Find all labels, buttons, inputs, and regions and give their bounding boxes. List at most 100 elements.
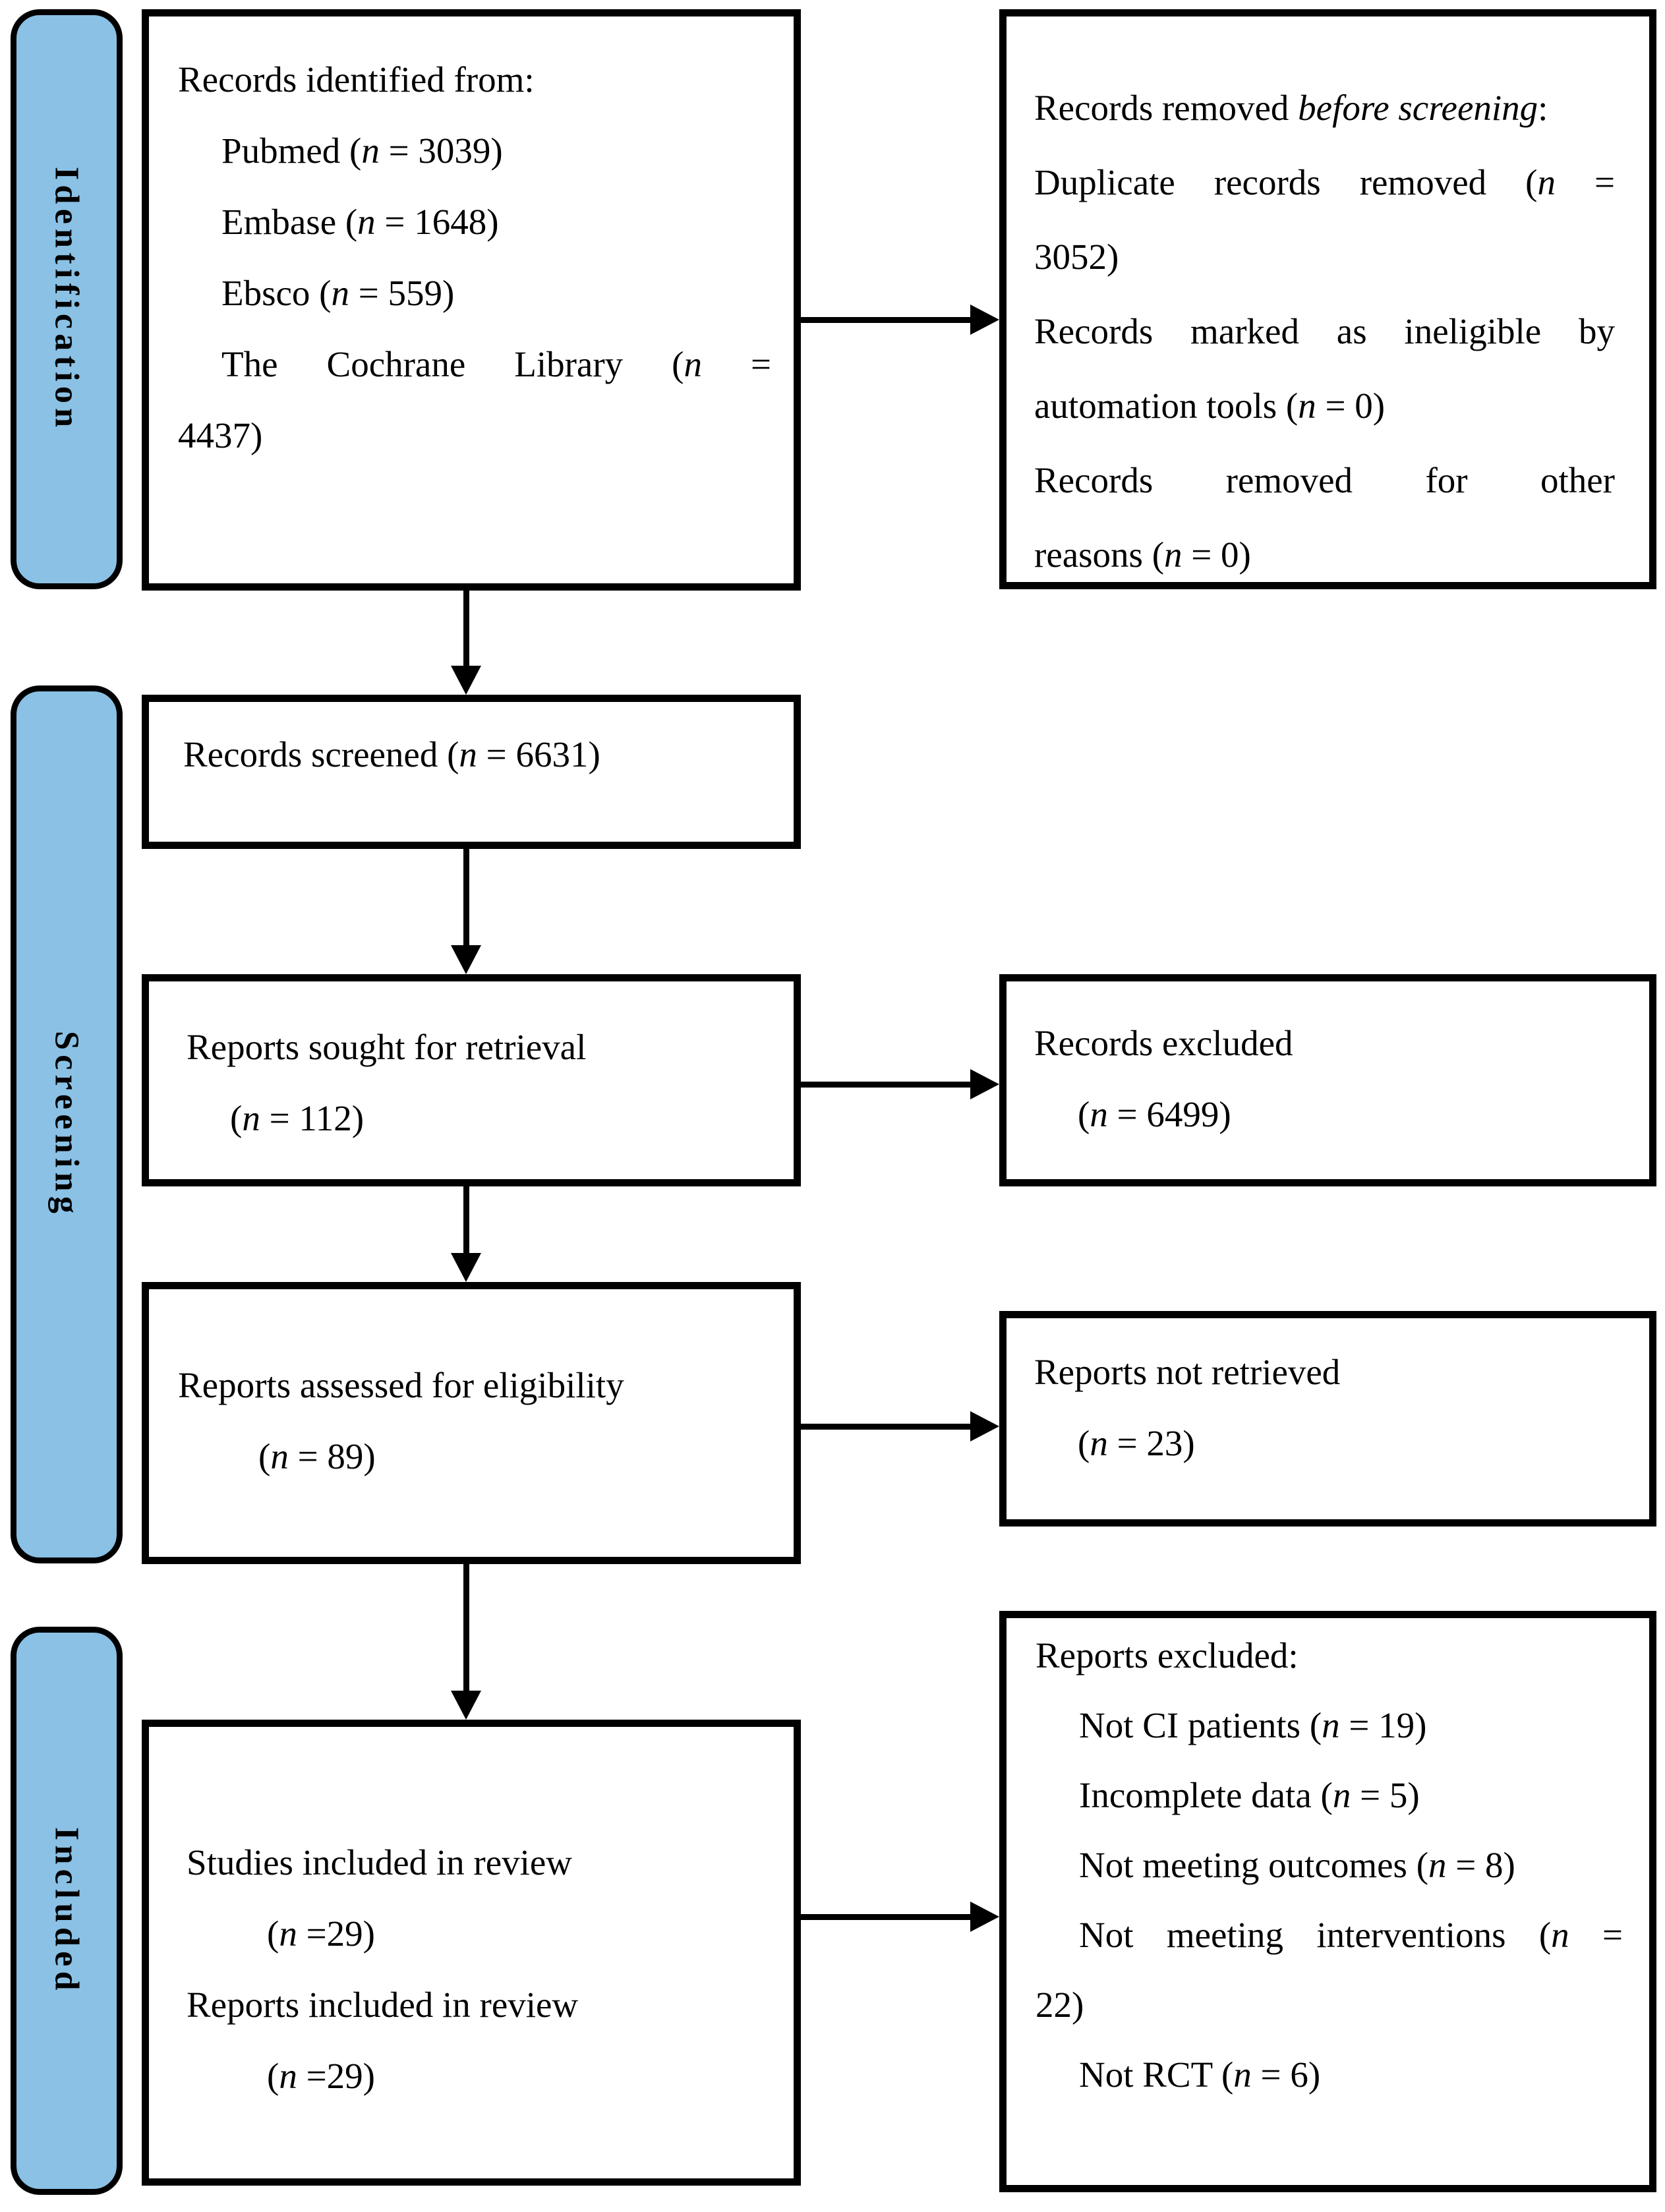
- text-segment: Incomplete data (: [1079, 1775, 1333, 1815]
- text-segment: Reports not retrieved: [1034, 1352, 1341, 1392]
- box-reports-not-retrieved: Reports not retrieved (n = 23): [999, 1311, 1656, 1527]
- text-segment: = 6499): [1107, 1094, 1231, 1134]
- arrow-right-identified-to-removed: [801, 305, 999, 335]
- arrowhead-right-icon: [970, 305, 999, 335]
- text-segment: Not RCT (: [1079, 2054, 1234, 2095]
- text-segment: (: [1078, 1423, 1090, 1463]
- arrowhead-right-icon: [970, 1902, 999, 1932]
- text-segment: = 3039): [379, 131, 503, 171]
- text-line: (n = 6499): [1034, 1079, 1615, 1150]
- text-segment: Ebsco (: [221, 273, 332, 313]
- italic-n-text: n: [361, 131, 380, 171]
- stage-label-included: Included: [47, 1826, 86, 1995]
- text-segment: (: [230, 1098, 243, 1138]
- text-segment: = 89): [288, 1436, 376, 1476]
- arrow-right-assessed-to-not-retrieved: [801, 1411, 999, 1441]
- text-segment: :: [1538, 88, 1548, 128]
- italic-n-text: n: [459, 734, 477, 774]
- arrowhead-down-icon: [451, 945, 481, 974]
- text-segment: The Cochrane Library (: [221, 344, 684, 384]
- arrow-down-identified-to-screened: [451, 591, 481, 695]
- text-segment: = 112): [260, 1098, 365, 1138]
- text-line: Records screened (n = 6631): [183, 719, 771, 790]
- text-segment: Reports assessed for eligibility: [178, 1365, 624, 1405]
- text-segment: = 0): [1316, 386, 1386, 426]
- box-reports-excluded: Reports excluded: Not CI patients (n = 19…: [999, 1611, 1656, 2192]
- text-segment: Not meeting interventions (: [1079, 1915, 1552, 1955]
- text-line: Not meeting outcomes (n = 8): [1036, 1830, 1623, 1900]
- text-segment: Records screened (: [183, 734, 459, 774]
- text-segment: 22): [1036, 1985, 1084, 2025]
- arrow-right-sought-to-excluded: [801, 1069, 999, 1099]
- text-segment: Records removed: [1034, 88, 1299, 128]
- italic-n-text: n: [1164, 535, 1183, 575]
- text-segment: = 0): [1182, 535, 1251, 575]
- text-line: 4437): [178, 400, 771, 471]
- text-line: Reports assessed for eligibility: [178, 1350, 771, 1421]
- text-segment: Records identified from:: [178, 59, 535, 100]
- arrow-shaft: [463, 849, 469, 945]
- text-line: Not meeting interventions (n =: [1036, 1900, 1623, 1970]
- arrow-down-assessed-to-included: [451, 1564, 481, 1720]
- text-line: The Cochrane Library (n =: [178, 329, 771, 400]
- text-line: Embase (n = 1648): [178, 187, 771, 258]
- text-segment: =29): [297, 1913, 375, 1954]
- text-segment: Reports sought for retrieval: [187, 1027, 587, 1067]
- text-segment: Embase (: [221, 202, 358, 242]
- italic-n-text: n: [1332, 1775, 1351, 1815]
- text-line: 3052): [1034, 219, 1615, 294]
- text-line: Records removed for other: [1034, 443, 1615, 517]
- text-segment: = 559): [349, 273, 455, 313]
- italic-n-text: n: [1428, 1845, 1447, 1885]
- text-line: Not RCT (n = 6): [1036, 2040, 1623, 2110]
- box-records-identified: Records identified from:Pubmed (n = 3039…: [142, 9, 801, 591]
- text-line: (n =29): [187, 1898, 771, 1969]
- text-segment: (: [267, 1913, 279, 1954]
- italic-n-text: n: [1090, 1423, 1108, 1463]
- text-line: automation tools (n = 0): [1034, 368, 1615, 443]
- arrow-shaft: [801, 1081, 970, 1088]
- box-records-removed-before-screening: Records removed before screening:Duplica…: [999, 9, 1656, 589]
- box-studies-included: Studies included in review(n =29)Reports…: [142, 1720, 801, 2186]
- arrow-down-screened-to-sought: [451, 849, 481, 974]
- text-segment: =29): [297, 2056, 375, 2096]
- arrowhead-down-icon: [451, 666, 481, 695]
- stage-label-identification: Identification: [47, 166, 86, 432]
- italic-n-text: n: [1233, 2054, 1252, 2095]
- text-line: (n =29): [187, 2041, 771, 2112]
- text-segment: (: [267, 2056, 279, 2096]
- text-segment: automation tools (: [1034, 386, 1299, 426]
- arrow-right-included-to-reports-excluded: [801, 1902, 999, 1932]
- stage-label-screening: Screening: [47, 1030, 86, 1219]
- text-segment: = 8): [1446, 1845, 1515, 1885]
- text-segment: = 6): [1251, 2054, 1321, 2095]
- box-records-excluded: Records excluded(n = 6499): [999, 974, 1656, 1186]
- text-line: (n = 89): [178, 1421, 771, 1492]
- text-segment: =: [1569, 1915, 1623, 1955]
- arrow-shaft: [463, 591, 469, 666]
- italic-n-text: n: [1298, 386, 1316, 426]
- text-line: Duplicate records removed (n =: [1034, 145, 1615, 219]
- text-line: Reports not retrieved: [1034, 1337, 1615, 1408]
- text-line: Reports included in review: [187, 1969, 771, 2041]
- text-segment: Not CI patients (: [1079, 1705, 1322, 1745]
- text-line: (n = 23): [1034, 1408, 1615, 1479]
- text-line: Records marked as ineligible by: [1034, 294, 1615, 368]
- italic-n-text: n: [1537, 162, 1556, 202]
- text-line: Incomplete data (n = 5): [1036, 1761, 1623, 1830]
- text-segment: Records marked as ineligible by: [1034, 311, 1615, 351]
- text-segment: Not meeting outcomes (: [1079, 1845, 1429, 1885]
- text-line: Not CI patients (n = 19): [1036, 1691, 1623, 1761]
- box-records-screened: Records screened (n = 6631): [142, 695, 801, 849]
- text-line: Ebsco (n = 559): [178, 258, 771, 329]
- stage-box-screening: Screening: [11, 685, 123, 1563]
- italic-n-text: n: [1090, 1094, 1108, 1134]
- text-line: Records removed before screening:: [1034, 71, 1615, 145]
- stage-box-included: Included: [11, 1627, 123, 2195]
- italic-n-text: n: [1322, 1705, 1340, 1745]
- text-line: reasons (n = 0): [1034, 517, 1615, 592]
- text-segment: Reports excluded:: [1036, 1635, 1299, 1675]
- text-segment: = 6631): [477, 734, 600, 774]
- text-line: 22): [1036, 1970, 1623, 2040]
- italic-n-text: n: [331, 273, 349, 313]
